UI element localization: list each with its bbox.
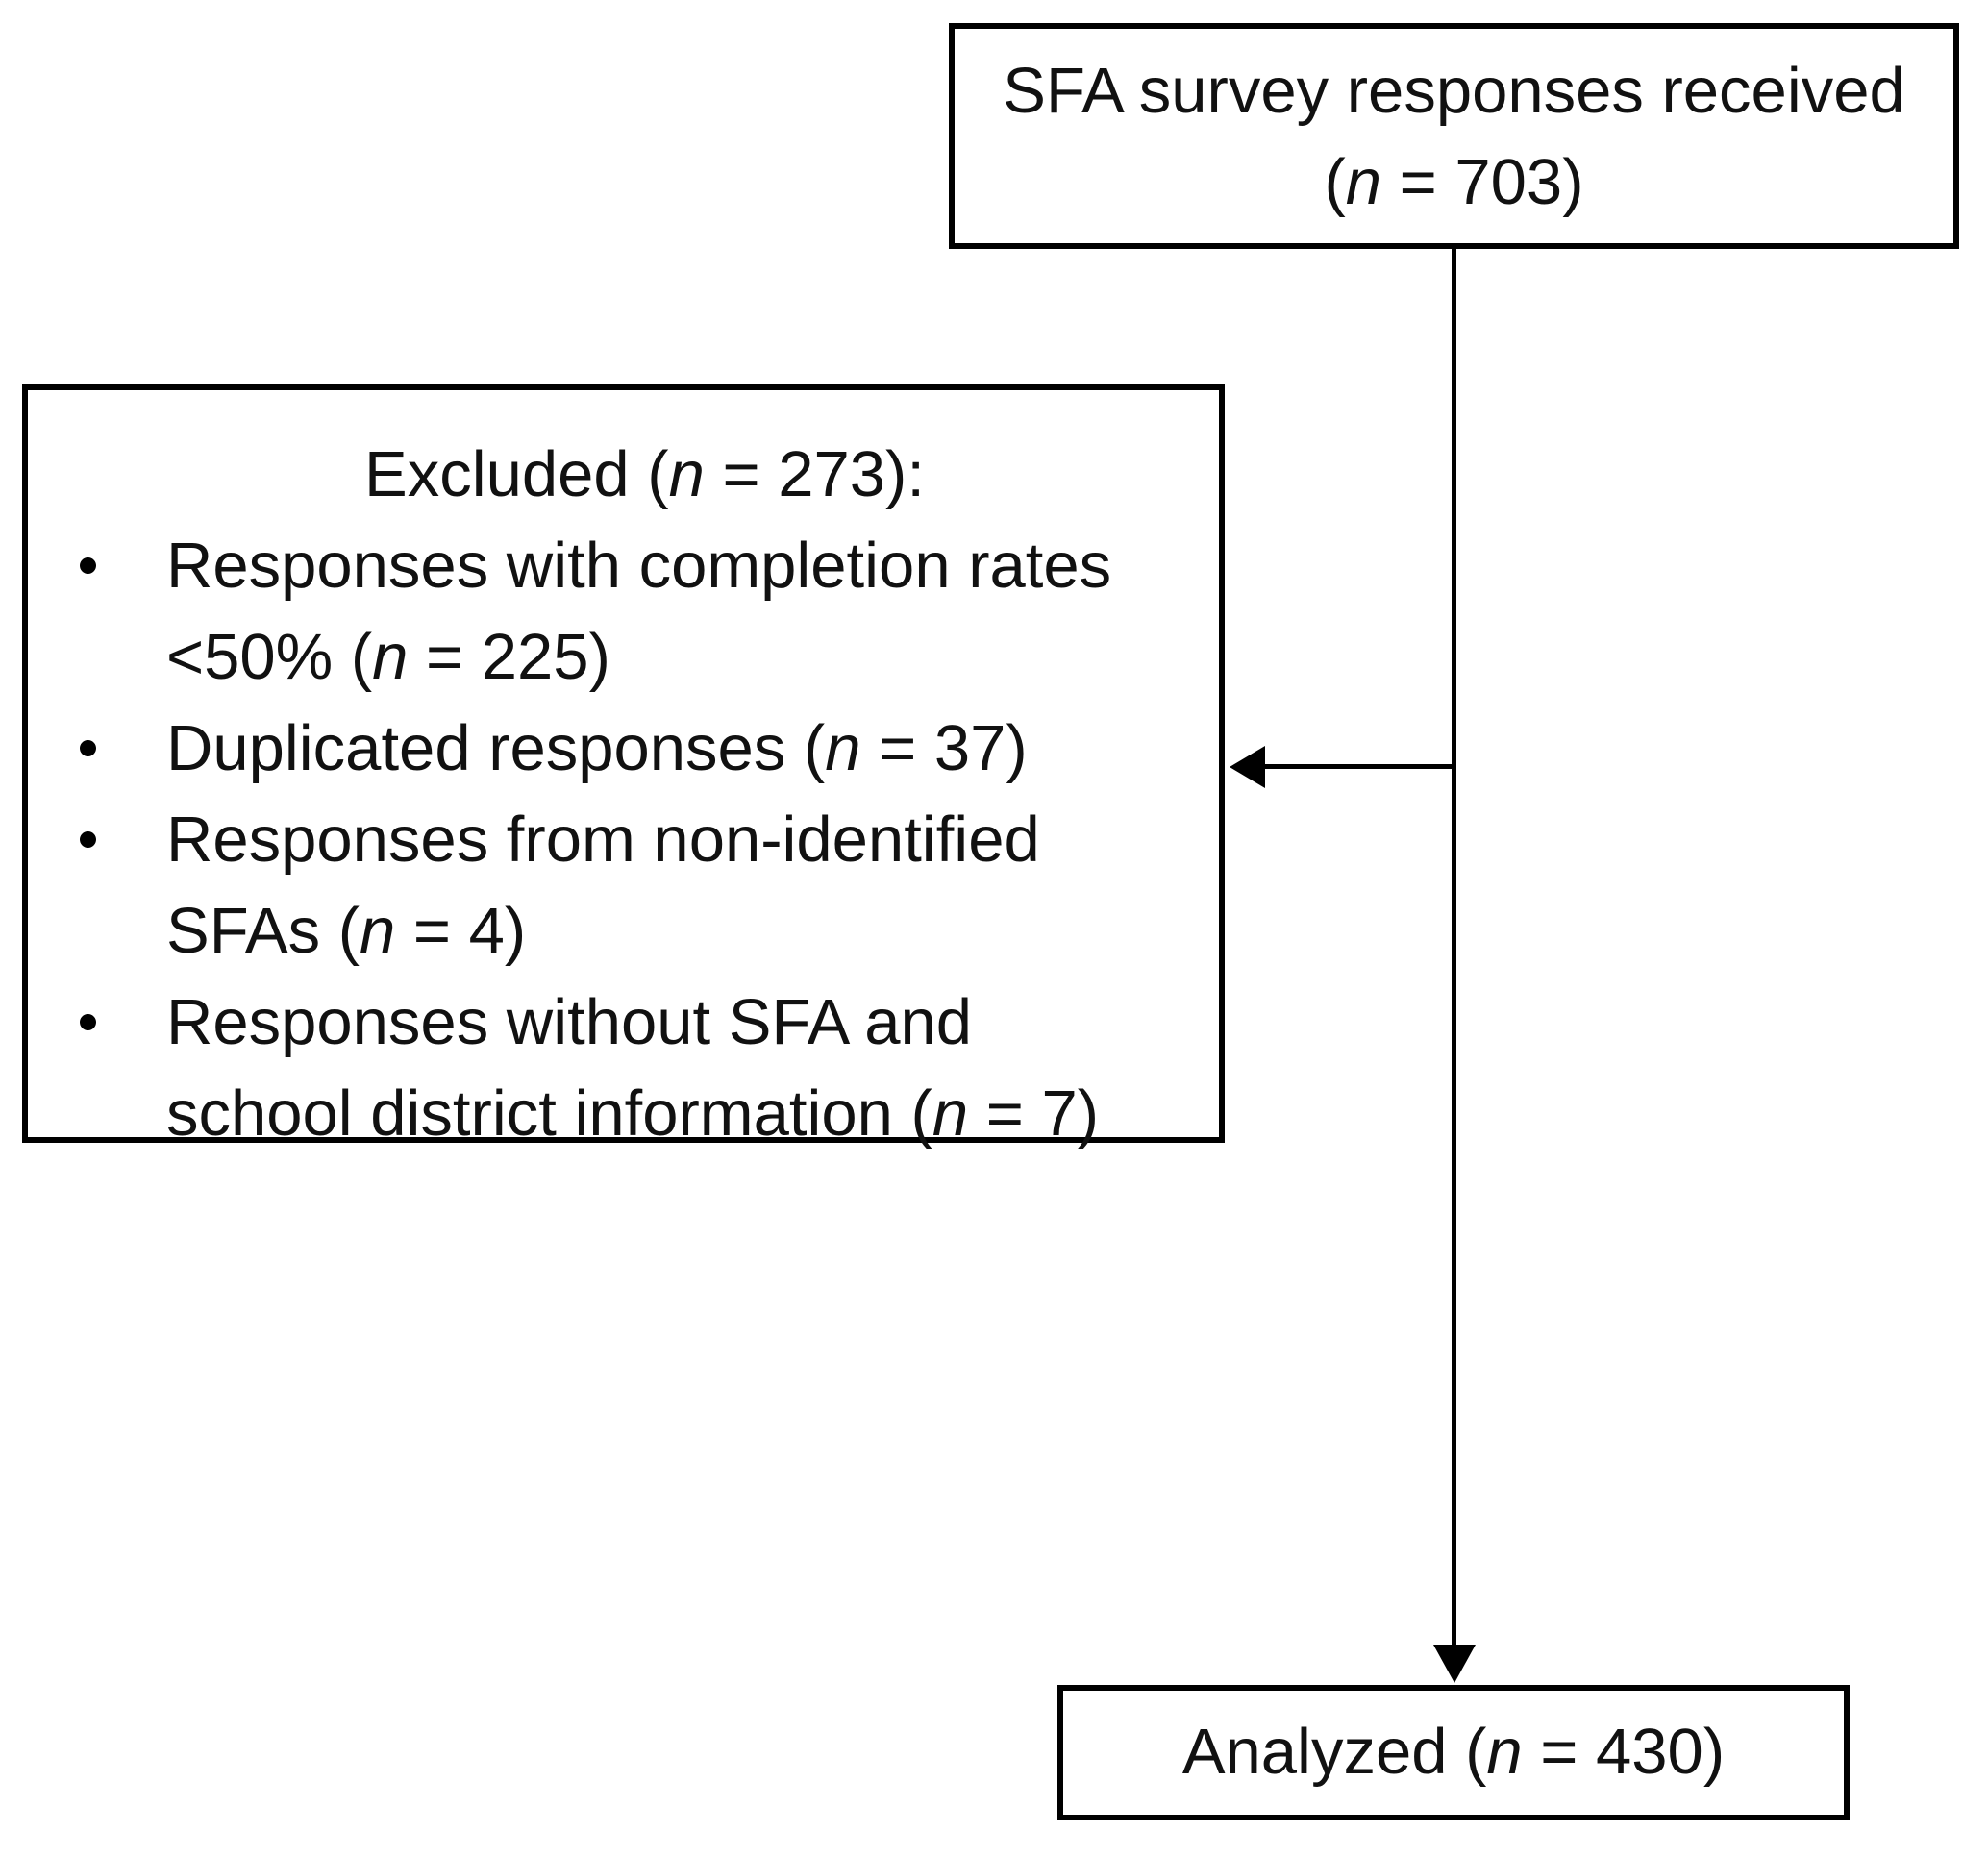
arrowhead-down-icon [1433, 1645, 1476, 1683]
list-item-line: SFAs (n = 4) [166, 895, 527, 967]
list-item-line: Duplicated responses (n = 37) [166, 712, 1028, 784]
node-text-line: (n = 703) [1324, 146, 1584, 218]
node-analyzed: Analyzed (n = 430) [1057, 1685, 1850, 1820]
list-item: Responses from non-identified SFAs (n = … [28, 794, 1204, 977]
node-survey-responses-received: SFA survey responses received (n = 703) [949, 23, 1959, 249]
bullet-icon [80, 557, 96, 574]
list-item: Responses without SFA and school distric… [28, 977, 1204, 1159]
bullet-icon [80, 831, 96, 848]
connector-horizontal-line [1263, 764, 1454, 769]
list-item: Responses with completion rates <50% (n … [28, 520, 1204, 703]
node-excluded: Excluded (n = 273): Responses with compl… [22, 384, 1225, 1150]
list-item-line: Responses from non-identified [166, 804, 1040, 876]
node-text-line: SFA survey responses received [1003, 55, 1905, 127]
bullet-icon [80, 740, 96, 756]
list-item-line: <50% (n = 225) [166, 621, 610, 693]
arrowhead-left-icon [1230, 746, 1265, 788]
list-item-line: Responses with completion rates [166, 530, 1112, 602]
excluded-title: Excluded (n = 273): [364, 438, 925, 510]
node-text-line: Analyzed (n = 430) [1181, 1716, 1726, 1788]
connector-vertical-line [1452, 248, 1456, 1649]
bullet-icon [80, 1014, 96, 1030]
list-item-line: Responses without SFA and [166, 986, 973, 1058]
list-item-line: school district information (n = 7) [166, 1077, 1100, 1150]
list-item: Duplicated responses (n = 37) [28, 703, 1204, 794]
